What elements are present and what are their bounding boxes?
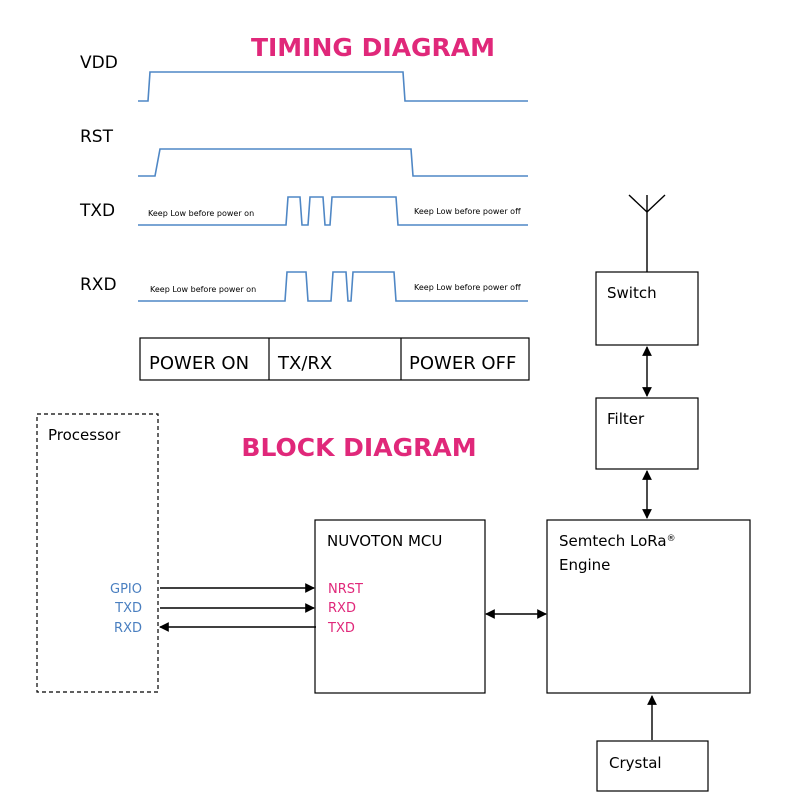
filter-label: Filter	[607, 410, 645, 428]
txd-waveform	[138, 196, 528, 226]
phase-tx-rx: TX/RX	[277, 353, 332, 374]
rxd-note-before: Keep Low before power on	[150, 285, 256, 294]
lora-engine-block	[546, 519, 751, 694]
processor-pin-gpio: GPIO	[110, 582, 142, 597]
lora-engine-label-line2: Engine	[559, 556, 610, 574]
processor-pin-rxd: RXD	[114, 621, 142, 636]
rst-waveform	[138, 148, 528, 177]
block-diagram-title: BLOCK DIAGRAM	[241, 433, 476, 462]
phase-power-off: POWER OFF	[409, 353, 516, 374]
timing-diagram-title: TIMING DIAGRAM	[251, 33, 495, 62]
mcu-pin-nrst: NRST	[328, 582, 363, 597]
signal-label-vdd: VDD	[80, 53, 118, 73]
mcu-label: NUVOTON MCU	[327, 532, 442, 550]
txd-note-before: Keep Low before power on	[148, 209, 254, 218]
processor-label: Processor	[48, 426, 121, 444]
signal-label-rxd: RXD	[80, 275, 117, 295]
crystal-block	[596, 740, 709, 792]
phase-table	[139, 337, 530, 381]
processor-pin-txd: TXD	[114, 601, 142, 616]
txd-note-after: Keep Low before power off	[414, 207, 521, 216]
mcu-pin-txd: TXD	[327, 621, 355, 636]
phase-power-on: POWER ON	[149, 353, 249, 374]
crystal-label: Crystal	[609, 754, 662, 772]
antenna-icon	[628, 194, 666, 272]
switch-label: Switch	[607, 284, 657, 302]
vdd-waveform	[138, 71, 528, 102]
rxd-note-after: Keep Low before power off	[414, 283, 521, 292]
switch-block	[595, 271, 699, 346]
signal-label-rst: RST	[80, 127, 114, 147]
mcu-block	[314, 519, 486, 694]
rxd-waveform	[138, 271, 528, 302]
mcu-pin-rxd: RXD	[328, 601, 356, 616]
signal-label-txd: TXD	[79, 201, 115, 221]
processor-block	[36, 413, 159, 693]
filter-block	[595, 397, 699, 470]
lora-engine-label: Semtech LoRa®	[559, 532, 676, 550]
